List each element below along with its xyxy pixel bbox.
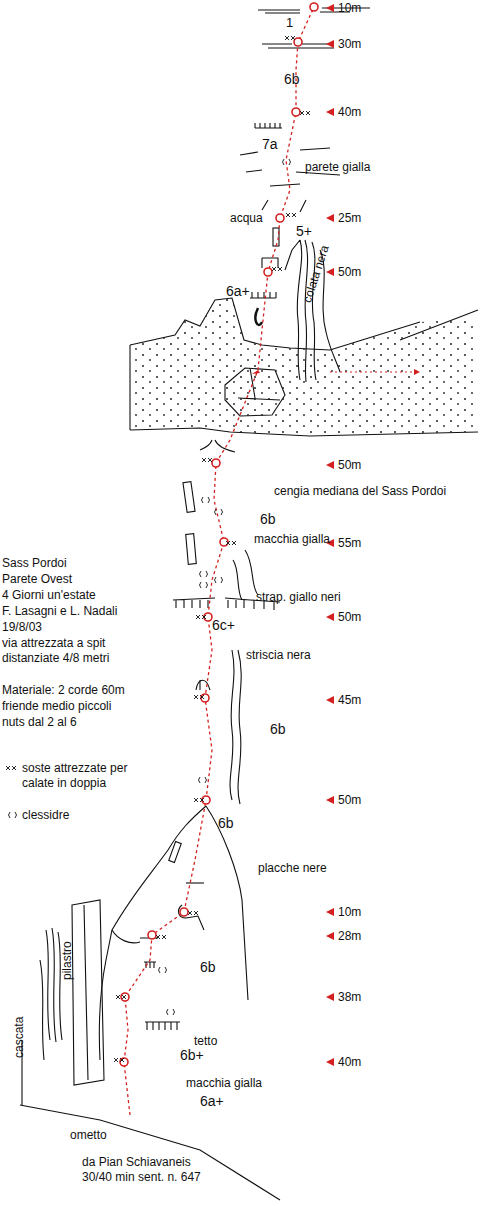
topo-label: 38m: [338, 990, 361, 1005]
route-symbol: [283, 159, 291, 165]
topo-label: 50m: [338, 610, 361, 625]
topo-label: strap. giallo neri: [256, 590, 341, 605]
topo-label: ometto: [70, 1128, 107, 1143]
route-symbol: [194, 695, 204, 699]
topo-label: da Pian Schiavaneis 30/40 min sent. n. 6…: [82, 1155, 222, 1185]
topo-label: cengia mediana del Sass Pordoi: [274, 484, 446, 499]
route-symbol: [272, 267, 282, 271]
topo-label: 6a+: [200, 1094, 224, 1109]
topo-label: acqua: [230, 211, 263, 226]
topo-label: 1: [286, 15, 293, 30]
topo-label: F. Lasagni e L. Nadali: [2, 604, 117, 619]
topo-label: 5+: [296, 224, 312, 239]
route-symbol: [200, 582, 208, 588]
topo-label: macchia gialla: [254, 532, 330, 547]
topo-label: Parete Ovest: [2, 572, 72, 587]
topo-label: 6b: [270, 722, 286, 737]
topo-label: 7a: [262, 137, 278, 152]
topo-label: pilastro: [60, 941, 75, 980]
topo-label: friende medio piccoli: [2, 699, 111, 714]
topo-label: 6b: [284, 72, 300, 87]
topo-label: macchia gialla: [186, 1076, 262, 1091]
topo-label: 25m: [338, 211, 361, 226]
topo-label: 30m: [338, 37, 361, 52]
topo-label: cascata: [12, 1017, 27, 1058]
route-symbol: [196, 615, 206, 619]
route-symbol: [167, 1009, 175, 1015]
route-symbol: [226, 541, 236, 545]
topo-label: tetto: [194, 1034, 217, 1049]
route-symbol: [159, 967, 167, 973]
route-symbol: [200, 571, 208, 577]
topo-label: 50m: [338, 793, 361, 808]
topo-label: 10m: [338, 905, 361, 920]
route-symbol: [156, 935, 166, 939]
topo-label: 45m: [338, 693, 361, 708]
topo-label: 6a+: [226, 284, 250, 299]
topo-label: 19/8/03: [2, 620, 42, 635]
route-symbol: [116, 995, 126, 999]
topo-label: striscia nera: [246, 648, 311, 663]
route-symbol: [9, 812, 17, 818]
topo-label: Sass Pordoi: [2, 556, 67, 571]
route-symbol: [202, 458, 212, 462]
route-symbol: [286, 213, 296, 217]
route-symbol: [215, 509, 223, 515]
topo-label: placche nere: [258, 861, 327, 876]
topo-label: 50m: [338, 265, 361, 280]
route-symbol: [215, 577, 223, 583]
topo-label: 4 Giorni un'estate: [2, 588, 96, 603]
topo-label: Materiale: 2 corde 60m: [2, 683, 125, 698]
topo-label: 6b+: [180, 1048, 204, 1063]
topo-label: 50m: [338, 458, 361, 473]
topo-label: nuts dal 2 al 6: [2, 715, 77, 730]
topo-label: 55m: [338, 536, 361, 551]
legend-text: soste attrezzate per calate in doppia: [22, 761, 162, 791]
route-symbol: [188, 911, 198, 915]
topo-label: 10m: [338, 1, 361, 16]
topo-label: 40m: [338, 1055, 361, 1070]
route-symbol: [6, 766, 16, 770]
topo-label: parete gialla: [305, 160, 370, 175]
topo-label: 6b: [218, 816, 234, 831]
route-symbol: [114, 1058, 124, 1062]
route-symbol: [285, 36, 295, 40]
topo-label: 6b: [200, 960, 216, 975]
topo-label: via attrezzata a spit distanziate 4/8 me…: [2, 636, 142, 666]
route-symbol: [202, 497, 210, 503]
topo-label: 6b: [260, 512, 276, 527]
topo-label: 6c+: [212, 618, 235, 633]
topo-label: 28m: [338, 929, 361, 944]
route-symbol: [300, 111, 310, 115]
legend-text: clessidre: [22, 808, 69, 823]
route-symbol: [194, 798, 204, 802]
route-symbol: [199, 777, 207, 783]
topo-label: 40m: [338, 105, 361, 120]
topo-label: colata nera: [300, 244, 333, 305]
